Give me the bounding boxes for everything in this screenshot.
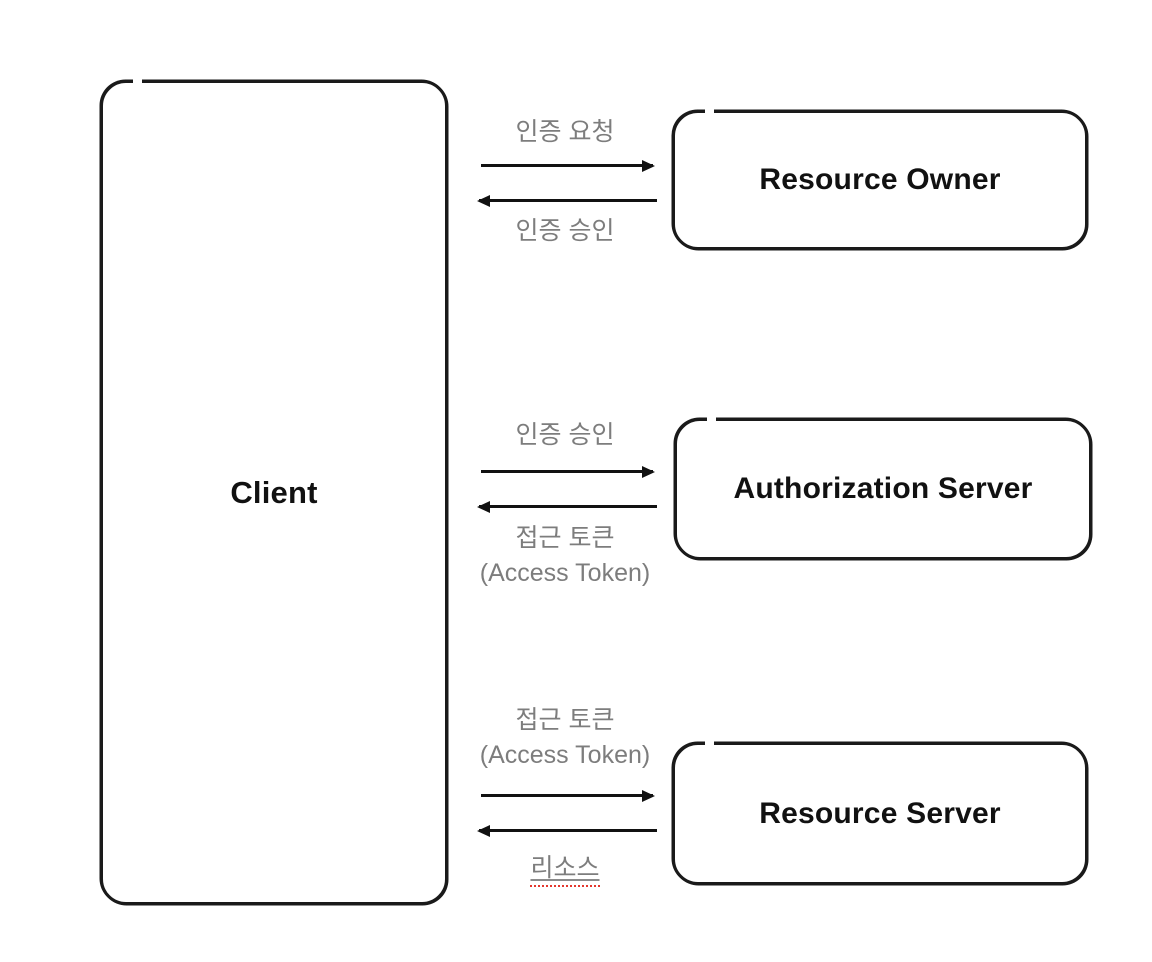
authorization-server-box: Authorization Server <box>674 416 1092 560</box>
resource-owner-label: Resource Owner <box>759 163 1001 196</box>
arrowhead-icon <box>642 159 655 172</box>
flow3-request-sub: (Access Token) <box>479 741 651 769</box>
flow2-response-sub: (Access Token) <box>479 559 651 587</box>
arrowhead-icon <box>477 824 490 837</box>
arrow-right-icon <box>481 465 655 478</box>
resource-server-label: Resource Server <box>759 796 1001 830</box>
arrowhead-icon <box>642 465 655 478</box>
resource-owner-box: Resource Owner <box>672 108 1088 250</box>
flow1-response-label: 인증 승인 <box>515 217 615 245</box>
sketch-pen-gap <box>705 108 714 116</box>
flow3-request-label: 접근 토큰 (Access Token) <box>435 703 695 773</box>
authorization-server-label: Authorization Server <box>733 472 1033 505</box>
arrow-left-icon <box>477 500 657 513</box>
sketch-pen-gap <box>705 740 714 748</box>
arrowhead-icon <box>642 789 655 802</box>
flow2-request-label: 인증 승인 <box>515 421 615 449</box>
flow3-response-label: 리소스 <box>435 851 695 887</box>
sketch-pen-gap <box>707 416 716 424</box>
arrow-right-icon <box>481 789 655 802</box>
client-box-label: Client <box>230 474 318 510</box>
arrow-right-icon <box>481 159 655 172</box>
arrow-left-icon <box>477 194 657 207</box>
flow3-response-underlined-word: 리소스 <box>530 854 600 887</box>
sketch-pen-gap <box>133 78 142 86</box>
flow2-response-label: 접근 토큰 (Access Token) <box>435 521 695 591</box>
arrowhead-icon <box>477 500 490 513</box>
arrow-left-icon <box>477 824 657 837</box>
flow3-request-main: 접근 토큰 <box>515 706 615 734</box>
client-box: Client <box>100 78 448 905</box>
flow1-request-label: 인증 요청 <box>515 118 615 146</box>
flow2-response-main: 접근 토큰 <box>515 524 615 552</box>
arrowhead-icon <box>477 194 490 207</box>
resource-server-box: Resource Server <box>672 740 1088 885</box>
